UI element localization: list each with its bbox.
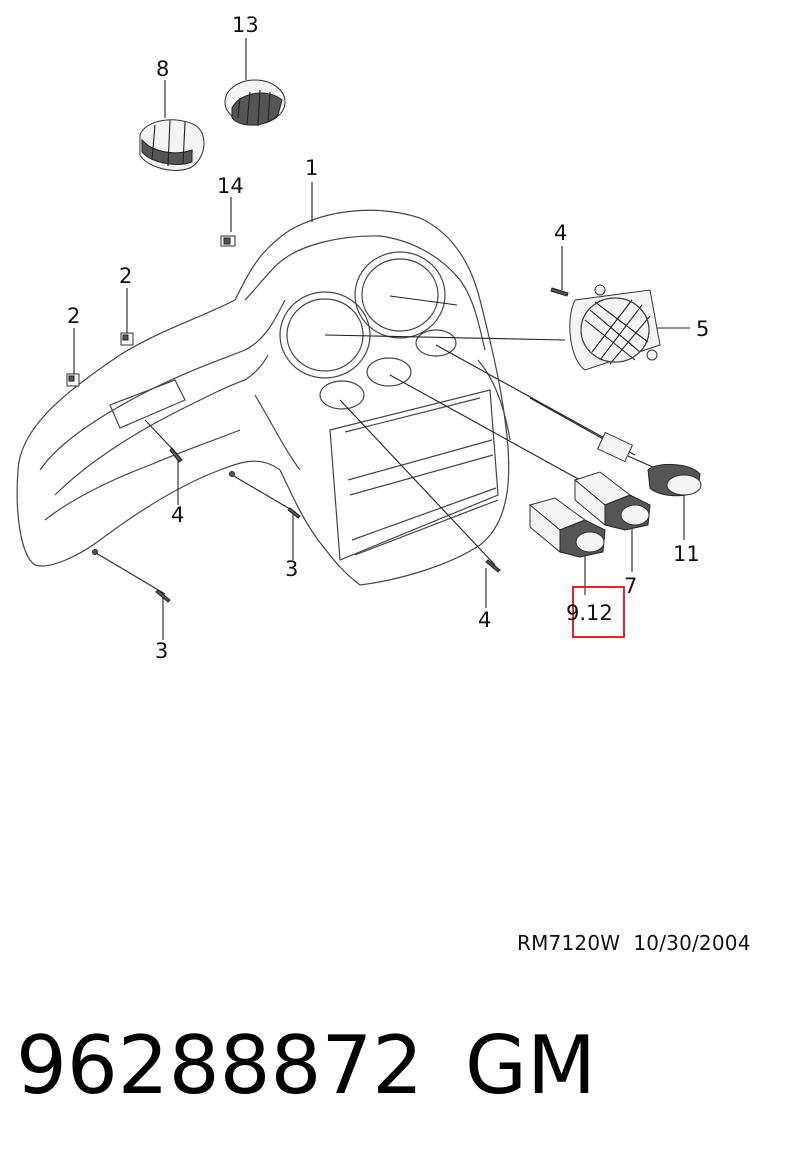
brand-name: GM — [465, 1019, 597, 1112]
screws — [92, 287, 569, 603]
instrument-panel-part-1 — [16, 209, 511, 586]
clip-part-2-lower — [66, 373, 80, 387]
callout-3-bottom: 3 — [155, 639, 168, 663]
callout-9-12: 9.12 — [566, 601, 613, 625]
part-number: 96288872 — [16, 1019, 424, 1112]
switch-part-11 — [596, 431, 702, 497]
callout-2-lower: 2 — [67, 304, 80, 328]
callout-labels: 13 8 1 14 4 2 2 5 4 3 11 7 9.12 4 3 — [67, 13, 709, 663]
clip-part-14 — [220, 235, 236, 247]
air-vent-part-5 — [569, 284, 661, 371]
knob-part-8 — [139, 119, 205, 171]
callout-4-bottom: 4 — [478, 608, 491, 632]
switch-part-7 — [573, 471, 651, 531]
callout-13: 13 — [232, 13, 259, 37]
callout-14: 14 — [217, 174, 244, 198]
knob-part-13 — [224, 79, 286, 127]
callout-8: 8 — [156, 57, 169, 81]
callout-4-top: 4 — [554, 221, 567, 245]
highlight-box — [572, 586, 625, 638]
callout-7: 7 — [624, 574, 637, 598]
drawing-reference: RM7120W 10/30/2004 — [517, 931, 751, 955]
callout-5: 5 — [696, 317, 709, 341]
callout-4-left: 4 — [171, 503, 184, 527]
callout-3-middle: 3 — [285, 557, 298, 581]
callout-2-upper: 2 — [119, 264, 132, 288]
callout-11: 11 — [673, 542, 700, 566]
switch-part-9-12 — [528, 497, 606, 558]
callout-1: 1 — [305, 156, 318, 180]
drawing-code: RM7120W — [517, 931, 621, 955]
clip-part-2-upper — [120, 332, 134, 346]
leader-lines — [73, 38, 690, 640]
drawing-date: 10/30/2004 — [633, 931, 751, 955]
